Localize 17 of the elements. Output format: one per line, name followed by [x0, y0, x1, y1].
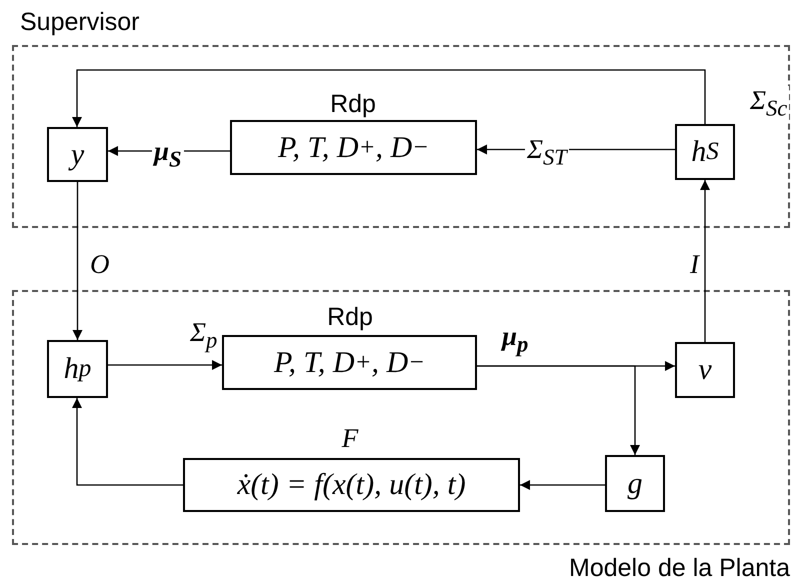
box-heading: Rdp: [327, 305, 373, 330]
region-title: Modelo de la Planta: [569, 556, 790, 581]
arrow: [477, 365, 640, 455]
process-box: g: [605, 455, 665, 512]
arrow: [72, 69, 706, 127]
arrow: [72, 398, 183, 486]
process-box: v: [675, 342, 735, 398]
arrow: [72, 182, 82, 340]
arrow: [108, 360, 222, 370]
box-heading: Rdp: [330, 92, 376, 117]
edge-label: Σ$_{Sc}$: [748, 86, 790, 122]
box-heading: F: [342, 425, 358, 452]
process-box: ẋ(t) = f(x(t), u(t), t): [183, 458, 520, 512]
arrow: [520, 480, 605, 490]
arrow: [700, 180, 710, 342]
region-title: Supervisor: [20, 10, 140, 35]
process-box: y: [47, 127, 108, 182]
